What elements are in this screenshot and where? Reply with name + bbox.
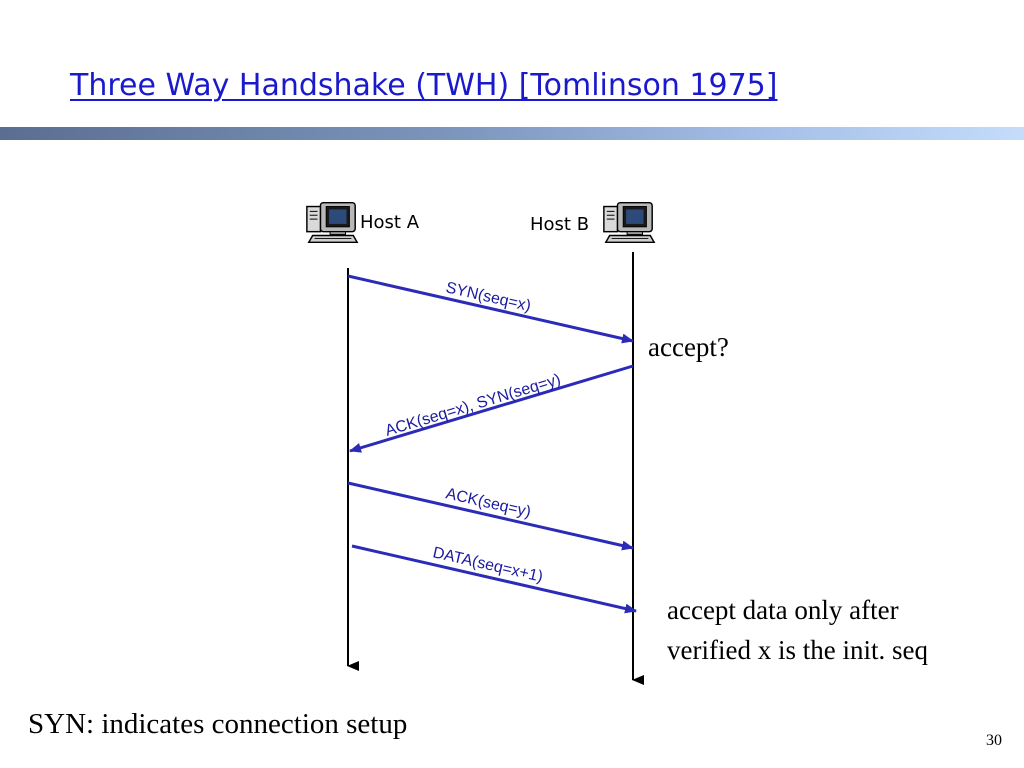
- syn-arrow: [347, 274, 634, 344]
- host-a-computer-icon: [306, 201, 358, 244]
- syn-message-label: SYN(seq=x): [444, 279, 532, 315]
- host-a-label: Host A: [360, 212, 420, 233]
- ack-syn-arrow: [349, 364, 634, 453]
- page-number: 30: [986, 732, 1002, 749]
- footer-syn-definition: SYN: indicates connection setup: [28, 708, 408, 740]
- data-note: accept data only after verified x is the…: [667, 590, 928, 670]
- accept-note: accept?: [648, 332, 729, 362]
- data-note-line-1: accept data only after: [667, 595, 899, 625]
- data-arrow: [351, 544, 637, 614]
- data-message-label: DATA(seq=x+1): [431, 544, 544, 585]
- ack-arrow: [347, 481, 634, 551]
- host-b-label: Host B: [530, 214, 589, 235]
- host-b-computer-icon: [603, 201, 655, 244]
- data-note-line-2: verified x is the init. seq: [667, 635, 928, 665]
- slide-title[interactable]: Three Way Handshake (TWH) [Tomlinson 197…: [70, 68, 778, 103]
- ack-syn-message-label: ACK(seq=x), SYN(seq=y): [383, 371, 562, 440]
- title-divider-bar: [0, 127, 1024, 140]
